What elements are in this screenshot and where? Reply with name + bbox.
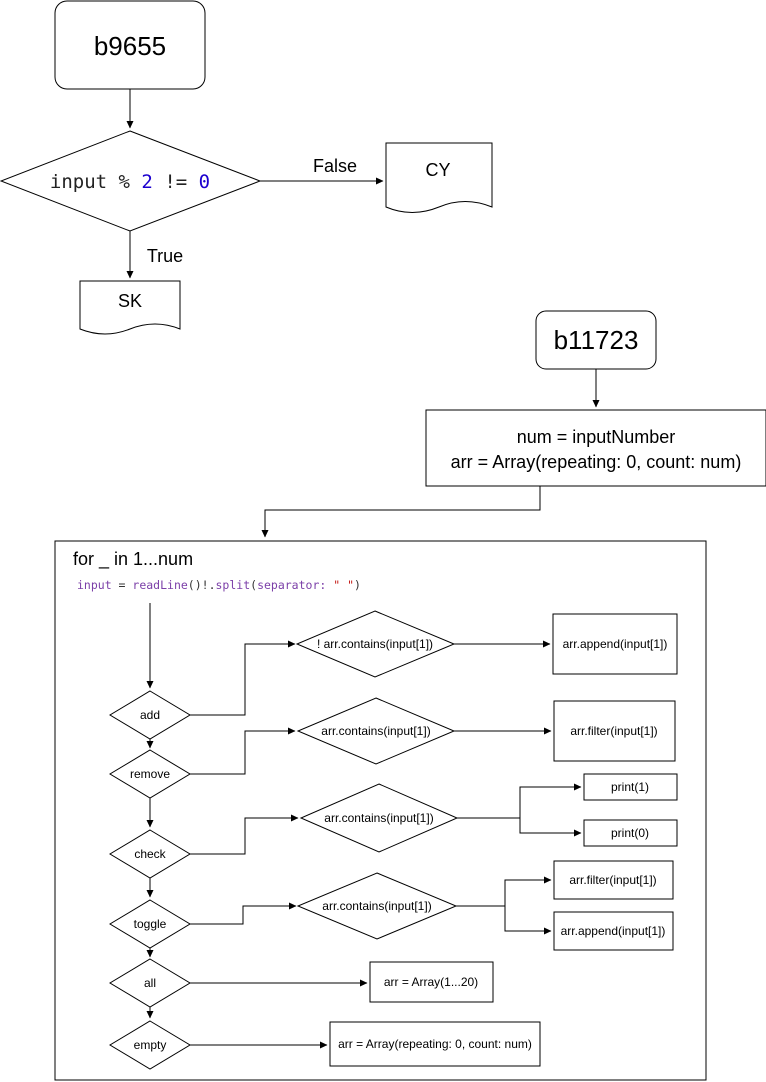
read-param: separator: — [257, 578, 326, 592]
init-process — [425, 409, 766, 487]
decision-remove-label: remove — [130, 767, 170, 781]
true-label: True — [147, 246, 183, 266]
action-add-append-label: arr.append(input[1]) — [563, 637, 668, 651]
document-cy-label: CY — [425, 160, 450, 180]
decision-check-label: check — [134, 847, 166, 861]
read-eq: = — [112, 578, 133, 592]
init-line-2: arr = Array(repeating: 0, count: num) — [451, 452, 742, 472]
action-empty — [329, 1021, 541, 1067]
init-line-1: num = inputNumber — [517, 427, 676, 447]
cond-remove-label: arr.contains(input[1]) — [321, 724, 430, 738]
action-remove-filter — [553, 700, 676, 762]
action-all — [369, 961, 494, 1003]
cond-part-1: input % — [50, 171, 142, 193]
cond-toggle — [296, 872, 458, 940]
action-print-1 — [583, 773, 678, 801]
edge-toggle-true — [456, 876, 552, 907]
action-remove-filter-label: arr.filter(input[1]) — [570, 724, 657, 738]
read-string: " " — [326, 578, 354, 592]
cond-check-label: arr.contains(input[1]) — [324, 811, 433, 825]
read-input-line: input = readLine()!.split(separator: " "… — [77, 578, 361, 592]
cond-part-4: 0 — [199, 171, 210, 193]
edge-check-to-cond — [190, 814, 299, 855]
diagram-b9655: b9655 input % 2 != 0 False CY True SK — [0, 0, 493, 335]
read-mid: ()!. — [188, 578, 216, 592]
decision-add-label: add — [140, 708, 160, 722]
document-sk-label: SK — [118, 291, 142, 311]
action-toggle-filter-label: arr.filter(input[1]) — [569, 873, 656, 887]
cond-part-2: 2 — [141, 171, 152, 193]
read-func: readLine — [132, 578, 187, 592]
edge-add-to-cond — [190, 640, 296, 716]
loop-title: for _ in 1...num — [73, 549, 193, 570]
action-add-append — [552, 613, 678, 675]
start-label-b9655: b9655 — [94, 31, 166, 61]
cond-remove — [296, 697, 456, 765]
cond-add-label: ! arr.contains(input[1]) — [317, 637, 433, 651]
read-close: ) — [354, 578, 361, 592]
document-sk — [79, 280, 181, 335]
action-toggle-append — [553, 911, 674, 951]
edge-init-to-loop — [261, 486, 541, 538]
action-print-0-label: print(0) — [611, 826, 649, 840]
document-cy — [385, 142, 493, 213]
decision-empty — [109, 1020, 191, 1070]
action-all-label: arr = Array(1...20) — [384, 975, 478, 989]
read-var: input — [77, 578, 112, 592]
start-label-b11723: b11723 — [554, 325, 639, 355]
action-toggle-filter — [553, 860, 674, 900]
decision-toggle-label: toggle — [134, 917, 167, 931]
cond-add — [295, 610, 456, 678]
diagram-b11723: b11723 num = inputNumber arr = Array(rep… — [54, 310, 766, 1081]
edge-check-true — [457, 783, 582, 819]
parity-condition: input % 2 != 0 — [50, 171, 210, 193]
action-print-1-label: print(1) — [611, 780, 649, 794]
false-label: False — [313, 156, 357, 176]
decision-empty-label: empty — [134, 1038, 167, 1052]
read-method: split — [216, 578, 251, 592]
cond-toggle-label: arr.contains(input[1]) — [322, 899, 431, 913]
edge-toggle-to-cond — [190, 902, 297, 925]
action-print-0 — [583, 819, 678, 847]
action-empty-label: arr = Array(repeating: 0, count: num) — [338, 1037, 532, 1051]
read-open: ( — [250, 578, 257, 592]
cond-part-3: != — [153, 171, 199, 193]
action-toggle-append-label: arr.append(input[1]) — [561, 924, 666, 938]
cond-check — [299, 783, 459, 853]
edge-check-false — [519, 818, 582, 837]
decision-all-label: all — [144, 976, 156, 990]
edge-remove-to-cond — [190, 727, 296, 775]
edge-toggle-false — [504, 906, 552, 935]
